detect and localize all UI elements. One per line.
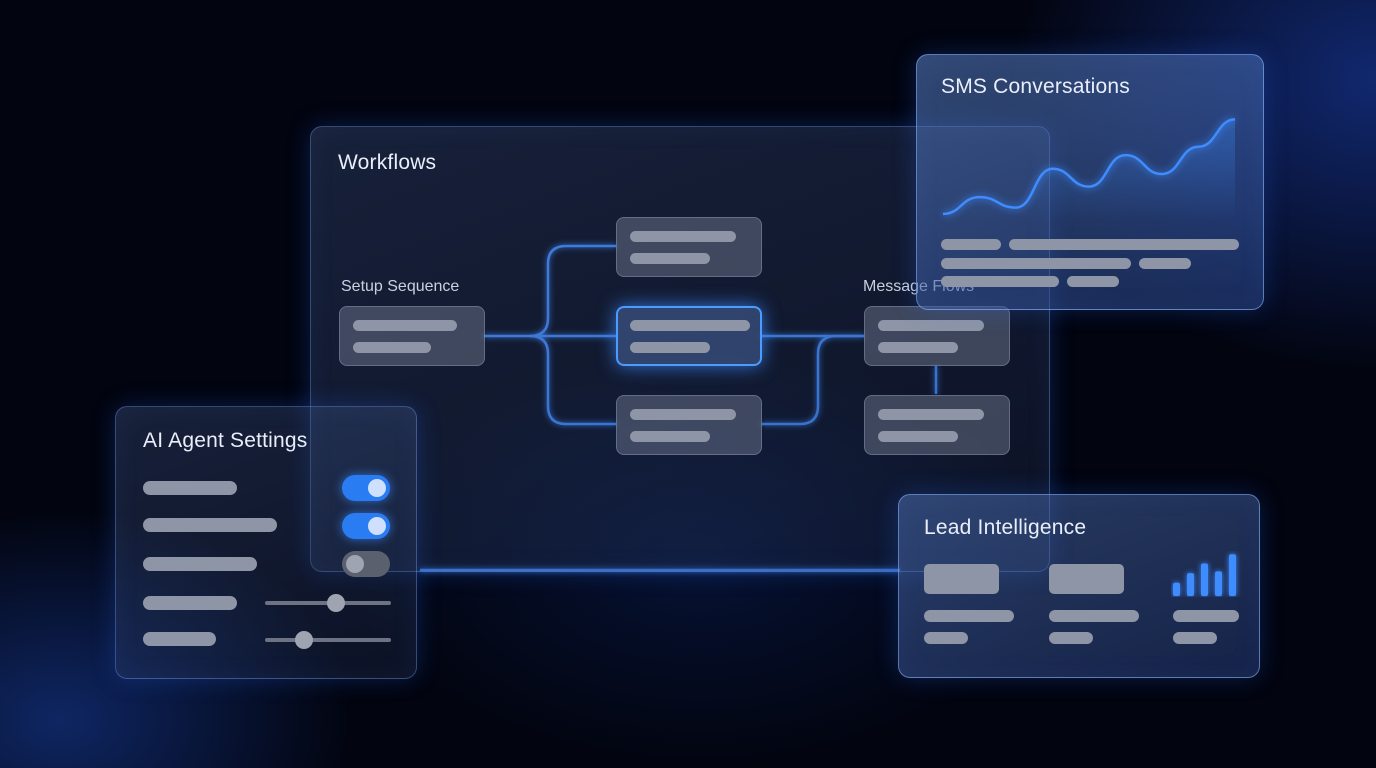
toggle-knob bbox=[368, 517, 386, 535]
setting-label bbox=[143, 557, 257, 571]
metric-block bbox=[1049, 564, 1124, 594]
lead-bar bbox=[1173, 582, 1180, 596]
toggle-switch[interactable] bbox=[342, 475, 390, 501]
setting-label bbox=[143, 632, 216, 646]
setup-sequence-label: Setup Sequence bbox=[341, 278, 460, 295]
node-line bbox=[630, 342, 710, 353]
text-line bbox=[1049, 610, 1139, 622]
toggle-switch[interactable] bbox=[342, 551, 390, 577]
lead-bar bbox=[1201, 563, 1208, 596]
node-line bbox=[878, 409, 984, 420]
connector-down bbox=[529, 334, 616, 426]
node-line bbox=[630, 320, 750, 331]
connector-lower-merge bbox=[762, 334, 864, 426]
agent-title: AI Agent Settings bbox=[143, 429, 308, 452]
text-line bbox=[1067, 276, 1119, 287]
text-line bbox=[1173, 632, 1217, 644]
sms-trend-area bbox=[943, 119, 1235, 220]
sms-conversations-panel[interactable]: SMS Conversations bbox=[916, 54, 1264, 310]
branch-node-bottom[interactable] bbox=[616, 395, 762, 455]
lead-intelligence-panel[interactable]: Lead Intelligence bbox=[898, 494, 1260, 678]
lead-bar bbox=[1229, 554, 1236, 596]
text-line bbox=[1139, 258, 1191, 269]
branch-node-middle[interactable] bbox=[616, 306, 762, 366]
lead-title: Lead Intelligence bbox=[924, 516, 1087, 539]
workflows-title: Workflows bbox=[338, 151, 437, 174]
sms-title: SMS Conversations bbox=[941, 75, 1130, 98]
node-line bbox=[353, 342, 431, 353]
text-line bbox=[941, 276, 1059, 287]
metric-block bbox=[924, 564, 999, 594]
toggle-knob bbox=[346, 555, 364, 573]
ai-agent-settings-panel: AI Agent Settings bbox=[115, 406, 417, 679]
text-line bbox=[1009, 239, 1239, 250]
lead-bar-chart bbox=[1173, 554, 1236, 596]
toggle-switch[interactable] bbox=[342, 513, 390, 539]
setting-label bbox=[143, 596, 237, 610]
text-line bbox=[941, 239, 1001, 250]
toggle-knob bbox=[368, 479, 386, 497]
node-line bbox=[630, 409, 736, 420]
slider-thumb[interactable] bbox=[295, 631, 314, 649]
sms-trend-line bbox=[942, 118, 1236, 216]
text-line bbox=[1173, 610, 1239, 622]
node-line bbox=[878, 431, 958, 442]
branch-node-top[interactable] bbox=[616, 217, 762, 277]
slider-thumb[interactable] bbox=[326, 594, 345, 612]
node-line bbox=[878, 320, 984, 331]
setup-node[interactable] bbox=[339, 306, 485, 366]
slider-track[interactable] bbox=[265, 631, 391, 649]
slider-track[interactable] bbox=[265, 594, 391, 612]
node-line bbox=[630, 231, 736, 242]
text-line bbox=[1049, 632, 1093, 644]
node-line bbox=[630, 253, 710, 264]
text-line bbox=[924, 632, 968, 644]
lead-bar bbox=[1215, 571, 1222, 596]
message-node-top[interactable] bbox=[864, 306, 1010, 366]
setting-label bbox=[143, 481, 237, 495]
message-node-bottom[interactable] bbox=[864, 395, 1010, 455]
connector-up bbox=[529, 244, 616, 338]
node-line bbox=[630, 431, 710, 442]
sms-trend-chart bbox=[942, 118, 1236, 220]
text-line bbox=[941, 258, 1131, 269]
setting-label bbox=[143, 518, 277, 532]
node-line bbox=[353, 320, 457, 331]
node-line bbox=[878, 342, 958, 353]
text-line bbox=[924, 610, 1014, 622]
lead-bar bbox=[1187, 573, 1194, 596]
